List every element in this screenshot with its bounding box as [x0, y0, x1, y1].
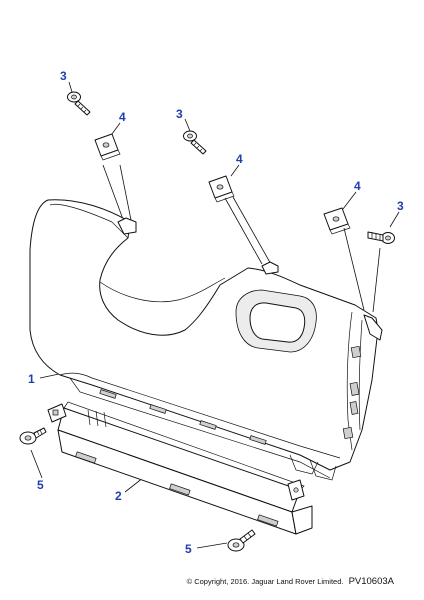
callout-screw-right: 3	[397, 199, 404, 213]
callout-panel: 1	[28, 372, 35, 386]
bolt-bottom	[227, 529, 256, 552]
callout-bolt-bottom: 5	[185, 542, 192, 556]
clip-top-left	[94, 133, 121, 161]
diagram-reference: PV10603A	[348, 576, 394, 587]
clip-right	[323, 207, 351, 235]
callout-screw-top-left: 3	[60, 69, 67, 83]
clip-middle	[208, 175, 235, 203]
callout-labels: 3 4 3 4 4 3 1 2 5 5	[28, 69, 404, 556]
callout-bracket: 2	[115, 489, 122, 503]
lower-instrument-panel	[29, 199, 383, 481]
screw-top-left	[67, 91, 91, 116]
screw-top-middle	[183, 130, 207, 155]
callout-clip-middle: 4	[236, 152, 243, 166]
copyright-footer: © Copyright, 2016. Jaguar Land Rover Lim…	[187, 576, 394, 587]
screw-right	[367, 231, 395, 244]
callout-clip-top-left: 4	[119, 110, 126, 124]
callout-clip-right: 4	[354, 179, 361, 193]
callout-screw-top-middle: 3	[176, 107, 183, 121]
copyright-text: © Copyright, 2016. Jaguar Land Rover Lim…	[186, 577, 344, 586]
bolt-left	[19, 427, 47, 445]
lower-bracket	[47, 401, 313, 535]
callout-bolt-left: 5	[37, 478, 44, 492]
